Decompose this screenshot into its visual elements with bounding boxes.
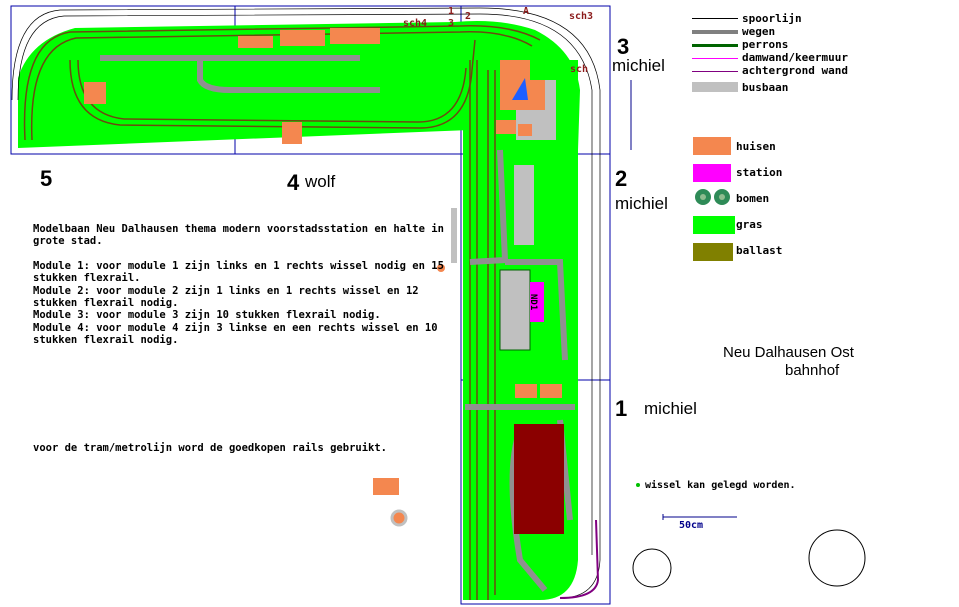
module-number-5: 5 xyxy=(40,166,53,191)
platform xyxy=(499,269,531,351)
station-sign: ND1 xyxy=(528,294,538,311)
legend-label-achtergrond: achtergrond wand xyxy=(742,64,848,77)
legend-swatch-bomen xyxy=(693,188,733,206)
houses xyxy=(84,28,562,495)
legend-label-huisen: huisen xyxy=(736,140,776,153)
description-module2: Module 2: voor module 2 zijn 1 links en … xyxy=(33,284,419,310)
description-module3: Module 3: voor module 3 zijn 10 stukken … xyxy=(33,309,381,322)
turning-circle-large xyxy=(808,529,866,587)
mark-3: 3 xyxy=(448,18,455,29)
module-owner-1: michiel xyxy=(644,399,697,418)
legend-label-gras: gras xyxy=(736,218,763,231)
switch-marker xyxy=(636,483,640,487)
legend-swatch-spoorlijn xyxy=(692,18,738,19)
mark-sch: sch xyxy=(570,64,589,75)
module-owner-4: wolf xyxy=(305,172,336,191)
track-loop xyxy=(23,25,541,141)
legend-label-damwand: damwand/keermuur xyxy=(742,51,848,64)
legend-label-bomen: bomen xyxy=(736,192,770,205)
tree xyxy=(390,509,408,527)
track-vertical xyxy=(469,60,496,600)
legend-label-perrons: perrons xyxy=(742,38,789,51)
legend-swatch-damwand xyxy=(692,58,738,59)
description-title: Modelbaan Neu Dalhausen thema modern voo… xyxy=(33,223,444,248)
mark-1: 1 xyxy=(448,6,455,17)
mark-sch3: sch3 xyxy=(569,11,594,22)
legend-swatch-perrons xyxy=(692,44,738,47)
legend-label-spoorlijn: spoorlijn xyxy=(742,12,802,25)
module-number-4: 4 xyxy=(287,170,300,195)
legend-swatch-busbaan xyxy=(692,82,738,92)
description-module4: Module 4: voor module 4 zijn 3 linkse en… xyxy=(33,321,438,347)
module-number-2: 2 xyxy=(615,166,628,191)
turning-circle-small xyxy=(632,548,672,588)
backdrop-wall xyxy=(559,519,600,599)
legend-label-busbaan: busbaan xyxy=(742,81,789,94)
mark-a: A xyxy=(523,6,530,17)
scale-label: 50cm xyxy=(679,520,704,531)
legend-swatch-station xyxy=(693,164,731,182)
tree xyxy=(437,264,445,272)
legend-swatch-wegen xyxy=(692,30,738,34)
station-building xyxy=(530,282,544,322)
legend-swatch-huisen xyxy=(693,137,731,155)
depot-shed xyxy=(514,424,564,534)
layout-description: Modelbaan Neu Dalhausen thema modern voo… xyxy=(33,223,453,347)
pond xyxy=(512,78,528,100)
module-owner-3: michiel xyxy=(612,56,665,75)
module-number-3: 3 xyxy=(617,34,630,59)
mark-2: 2 xyxy=(465,11,472,22)
trees-icon xyxy=(695,189,730,205)
legend-label-ballast: ballast xyxy=(736,244,783,257)
module-number-1: 1 xyxy=(615,396,628,421)
legend-swatch-gras xyxy=(693,216,735,234)
legend-swatch-ballast xyxy=(693,243,733,261)
legend-swatch-achtergrond xyxy=(692,71,738,72)
station-name-line1: Neu Dalhausen Ost xyxy=(723,344,854,361)
tram-note: voor de tram/metrolijn word de goedkopen… xyxy=(33,442,388,454)
station-name-line2: bahnhof xyxy=(785,362,840,379)
description-module1: Module 1: voor module 1 zijn links en 1 … xyxy=(33,259,444,285)
module-owner-2: michiel xyxy=(615,194,668,213)
legend-label-station: station xyxy=(736,166,783,179)
mark-sch4: sch4 xyxy=(403,18,428,29)
legend-label-wegen: wegen xyxy=(742,25,776,38)
switch-note: wissel kan gelegd worden. xyxy=(645,480,796,491)
